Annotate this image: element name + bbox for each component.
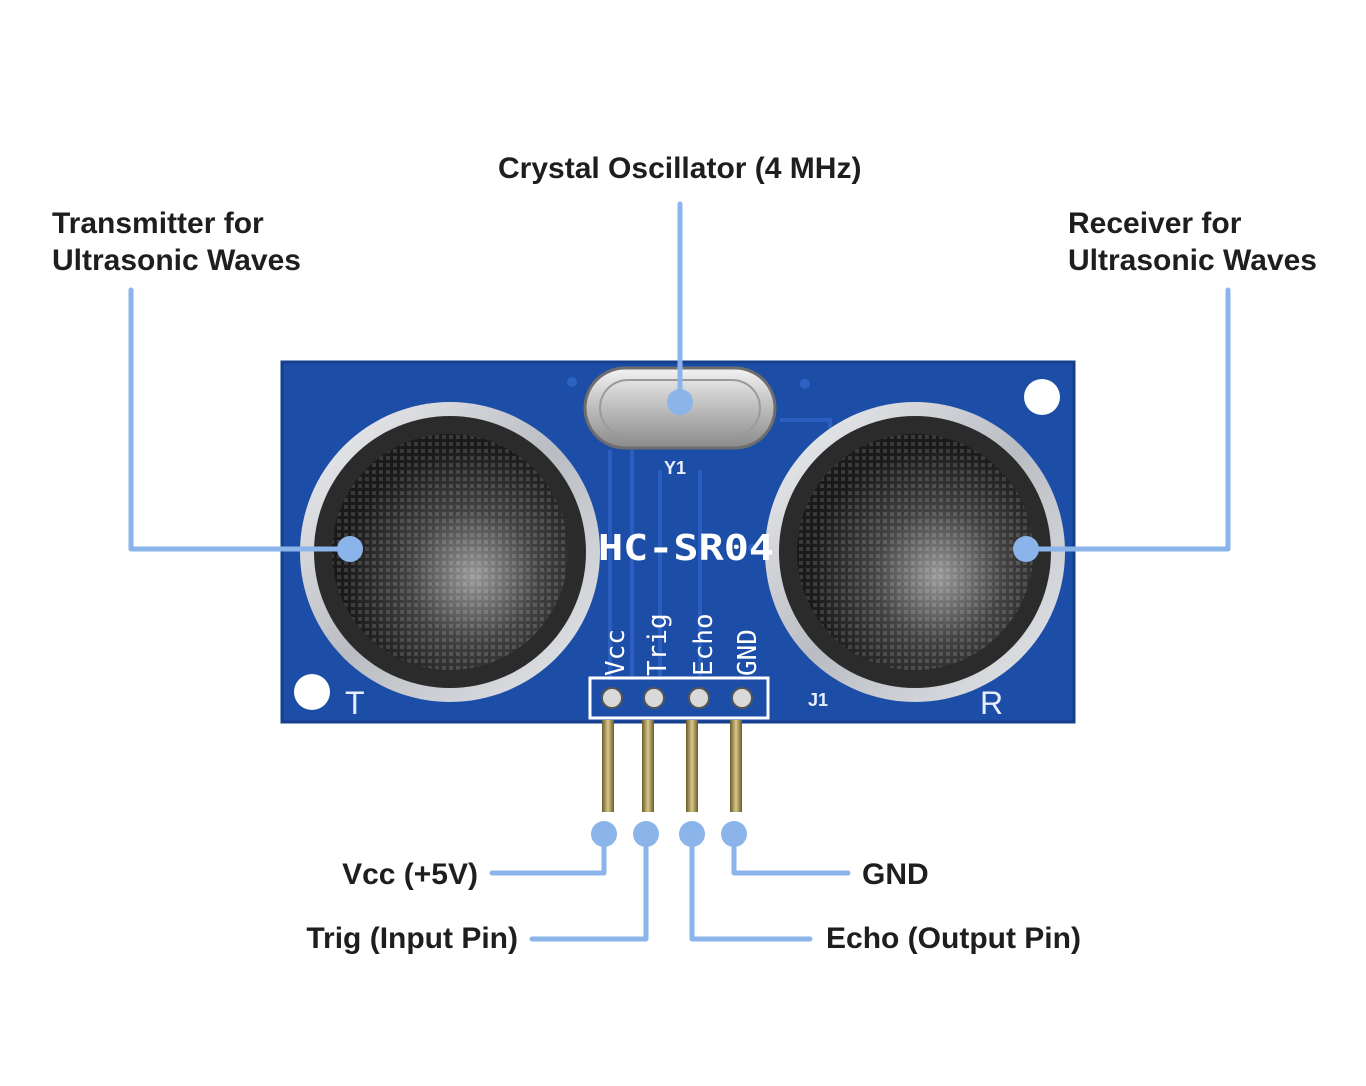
callout-line-echo bbox=[689, 831, 813, 942]
label-transmitter: Transmitter for Ultrasonic Waves bbox=[52, 205, 301, 279]
silk-receiver-mark: R bbox=[980, 685, 1003, 721]
callout-dot-receiver bbox=[1013, 536, 1039, 562]
callout-dot-trig bbox=[633, 821, 659, 847]
label-receiver: Receiver for Ultrasonic Waves bbox=[1068, 205, 1317, 279]
silk-pin-trig: Trig bbox=[643, 613, 673, 676]
label-vcc: Vcc (+5V) bbox=[342, 858, 478, 891]
label-receiver-line2: Ultrasonic Waves bbox=[1068, 244, 1317, 277]
callout-line-gnd bbox=[731, 831, 851, 876]
silk-crystal-ref: Y1 bbox=[664, 458, 686, 478]
callout-dot-gnd bbox=[721, 821, 747, 847]
mounting-hole-bottom-left bbox=[294, 674, 330, 710]
callout-dot-echo bbox=[679, 821, 705, 847]
label-gnd: GND bbox=[862, 858, 929, 891]
silk-transmitter-mark: T bbox=[345, 685, 365, 721]
callout-dot-vcc bbox=[591, 821, 617, 847]
silk-pin-vcc: Vcc bbox=[601, 629, 631, 676]
callout-line-vcc bbox=[489, 831, 607, 876]
silk-pin-echo: Echo bbox=[689, 613, 719, 676]
silk-header-ref: J1 bbox=[808, 690, 828, 710]
label-echo: Echo (Output Pin) bbox=[826, 922, 1081, 955]
label-crystal-oscillator: Crystal Oscillator (4 MHz) bbox=[498, 152, 862, 185]
callout-dot-transmitter bbox=[337, 536, 363, 562]
callout-line-transmitter bbox=[128, 287, 353, 552]
mounting-hole-top-right bbox=[1024, 379, 1060, 415]
callout-dot-crystal bbox=[667, 389, 693, 415]
silk-pin-gnd: GND bbox=[733, 629, 763, 676]
callout-line-receiver bbox=[1023, 287, 1231, 552]
silk-model: HC-SR04 bbox=[598, 528, 774, 569]
label-trig: Trig (Input Pin) bbox=[306, 922, 518, 955]
callout-line-trig bbox=[529, 831, 649, 942]
receiver-transducer bbox=[765, 402, 1065, 702]
pin-header bbox=[588, 676, 770, 812]
label-transmitter-line2: Ultrasonic Waves bbox=[52, 244, 301, 277]
transmitter-transducer bbox=[300, 402, 600, 702]
label-transmitter-line1: Transmitter for bbox=[52, 207, 264, 240]
label-receiver-line1: Receiver for bbox=[1068, 207, 1242, 240]
